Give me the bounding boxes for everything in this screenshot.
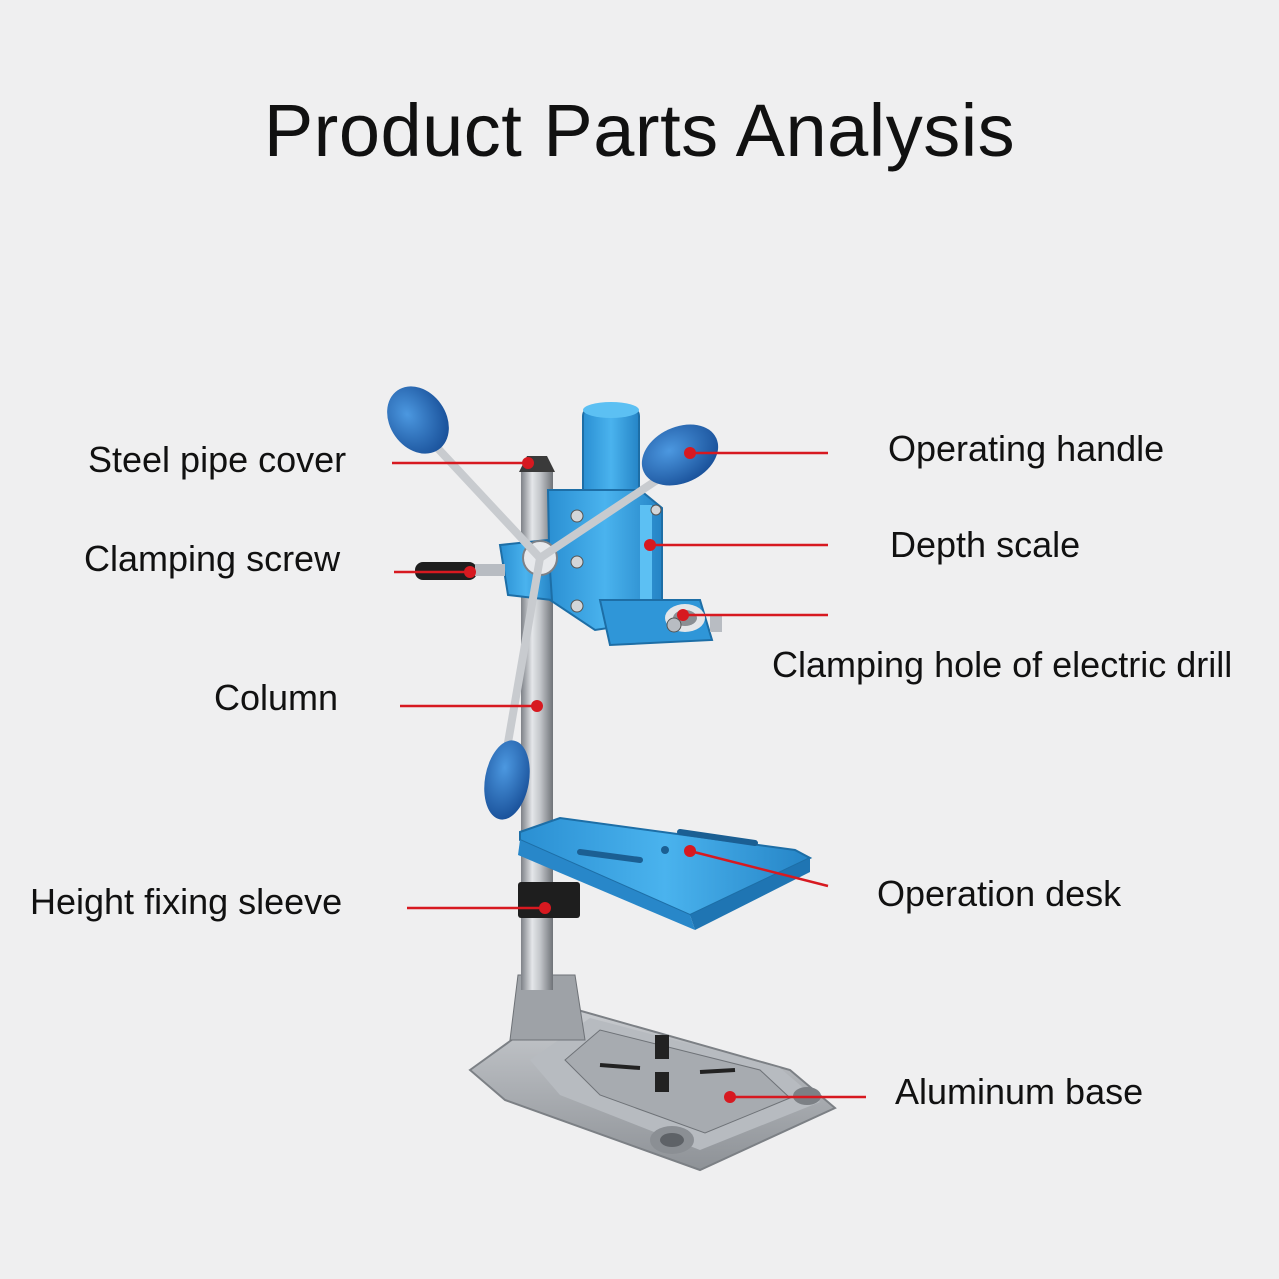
height-fixing-sleeve-part xyxy=(518,882,580,918)
label-clamping-hole: Clamping hole of electric drill xyxy=(772,644,1233,685)
knob-icon xyxy=(387,386,449,454)
label-clamping-screw: Clamping screw xyxy=(84,538,341,579)
label-operating-handle: Operating handle xyxy=(888,428,1165,469)
knob-icon xyxy=(484,740,530,820)
label-height-fixing-sleeve: Height fixing sleeve xyxy=(30,881,343,922)
label-column: Column xyxy=(214,677,339,718)
knob-icon xyxy=(641,424,719,486)
operating-handles-part xyxy=(426,436,664,764)
leader-lines xyxy=(392,447,866,1103)
label-operation-desk: Operation desk xyxy=(877,873,1122,914)
page-title: Product Parts Analysis xyxy=(263,89,1016,172)
label-steel-pipe-cover: Steel pipe cover xyxy=(88,439,347,480)
operation-desk-part xyxy=(518,816,813,930)
aluminum-base-part xyxy=(468,974,837,1172)
label-depth-scale: Depth scale xyxy=(890,524,1081,565)
label-aluminum-base: Aluminum base xyxy=(895,1071,1144,1112)
